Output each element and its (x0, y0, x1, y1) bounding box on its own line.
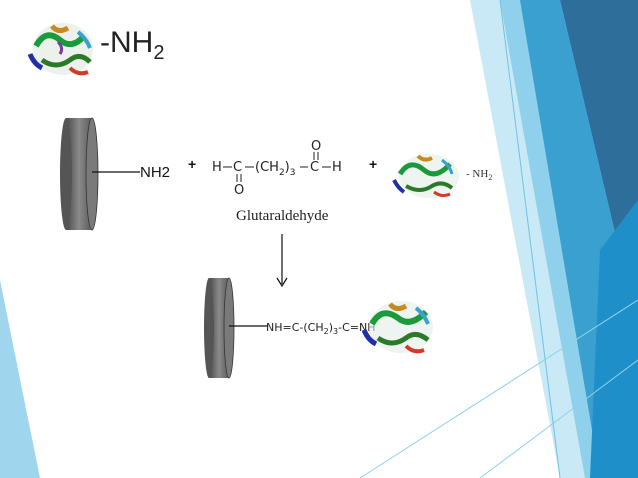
solid-support-disc-top (60, 117, 140, 231)
plus-sign-1: + (188, 156, 197, 172)
support-amine-label: NH2 (140, 164, 171, 181)
glutaraldehyde-label: Glutaraldehyde (236, 208, 329, 224)
product-linkage-label: NH=C-(CH2)3-C=NH (266, 321, 376, 337)
glut-h-left: H (212, 160, 222, 175)
enzyme-protein-icon-title (27, 23, 93, 76)
bg-bright-wedge (590, 200, 638, 478)
glut-c-left: C (233, 160, 242, 175)
slide-title: -NH2 (100, 26, 165, 64)
glut-chain: (CH2)3 (255, 160, 295, 178)
enzyme-protein-icon-reactant (392, 154, 459, 198)
solid-support-disc-product (204, 277, 268, 379)
enzyme-protein-icon-product (362, 301, 433, 354)
plus-sign-2: + (369, 156, 378, 172)
bg-thin-line-3 (499, 0, 561, 478)
glut-h-right: H (332, 160, 342, 175)
glut-c-right: C (310, 160, 319, 175)
arrow-down-icon (276, 234, 288, 288)
glut-o-top: O (311, 139, 321, 154)
glutaraldehyde-structure: H C O (CH2)3 C O H (212, 139, 342, 198)
bg-thin-line-2 (479, 359, 638, 478)
glut-o-bottom: O (234, 183, 244, 198)
bg-left-sliver (0, 280, 40, 478)
bg-thin-line-1 (359, 299, 638, 478)
protein-amine-label: - NH2 (466, 168, 493, 183)
